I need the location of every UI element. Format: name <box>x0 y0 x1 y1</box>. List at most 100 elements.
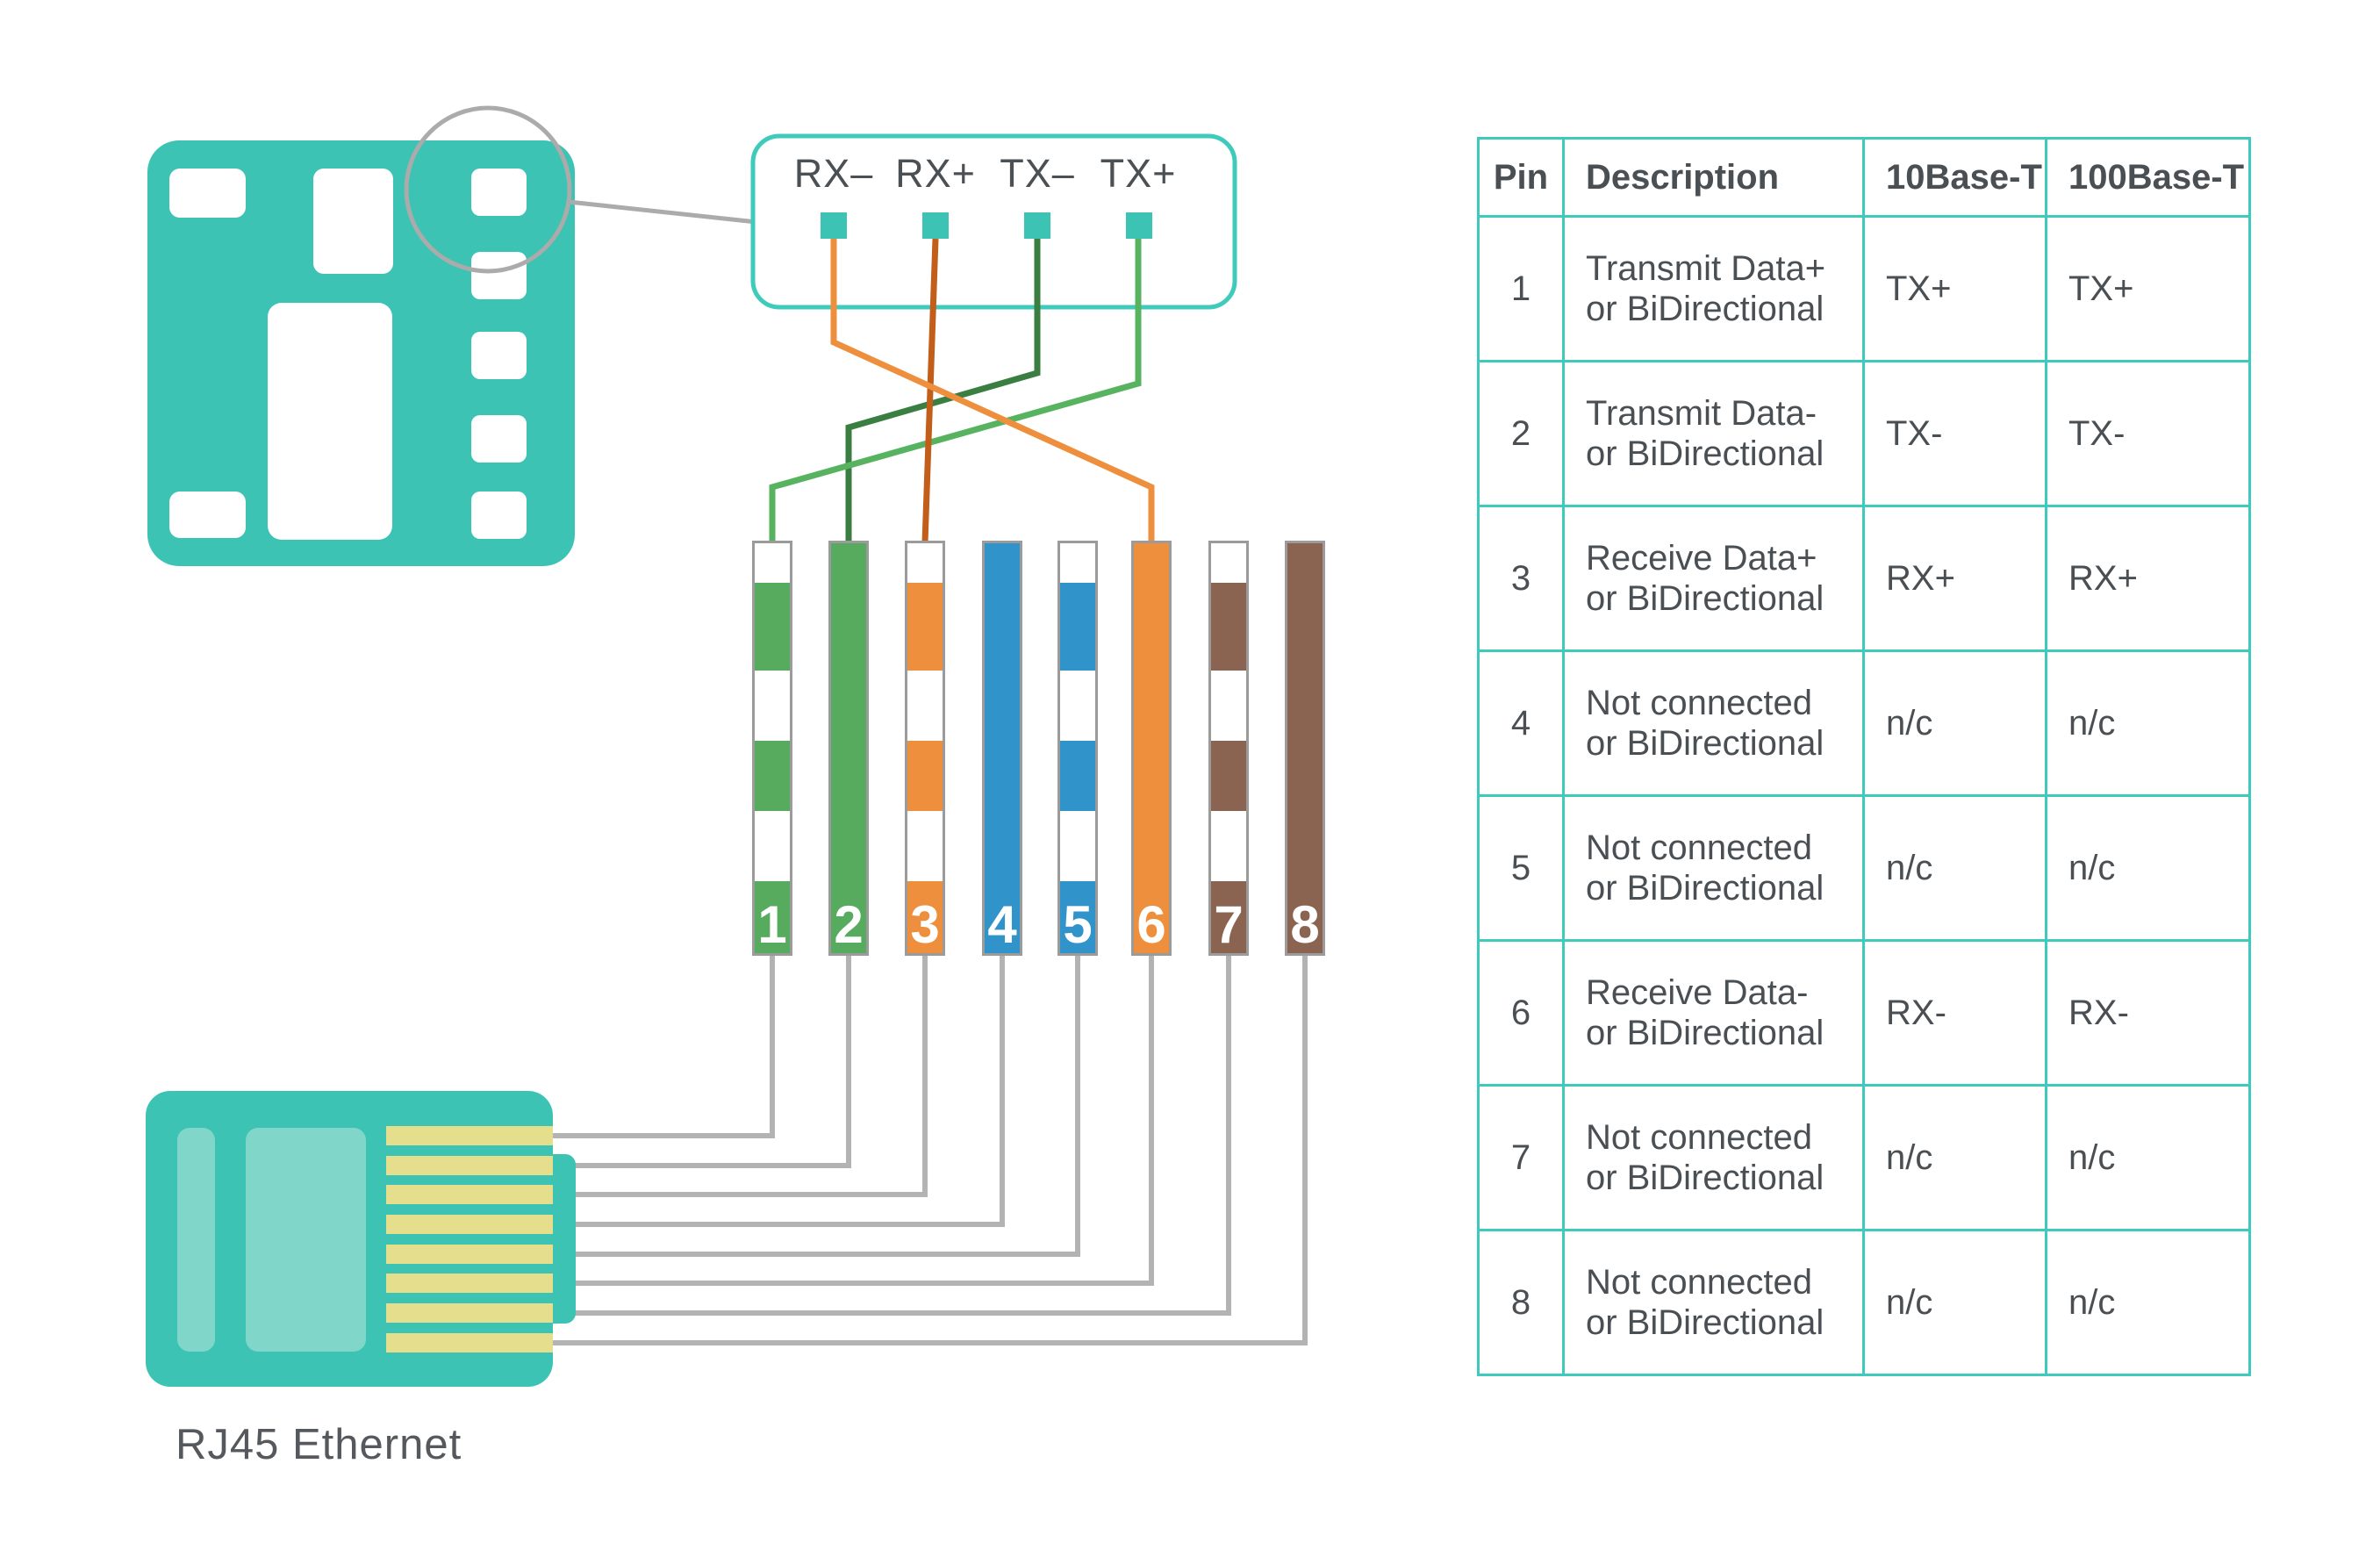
wire-bar-4: 4 <box>982 541 1022 956</box>
wire-bar-1: 1 <box>752 541 792 956</box>
cell-pin: 4 <box>1477 649 1565 797</box>
signal-label-tx-plus: TX+ <box>1100 151 1177 196</box>
table-row: 3 Receive Data+or BiDirectional RX+ RX+ <box>1477 505 2251 652</box>
chip-pad <box>471 169 527 216</box>
cell-10base-t: RX+ <box>1862 505 2047 652</box>
lead-line-8 <box>535 956 1308 1345</box>
col-header-10base-t: 10Base-T <box>1862 137 2047 218</box>
wire-number: 7 <box>1214 895 1244 954</box>
chip-pad <box>471 332 527 379</box>
signal-pad-rx-minus <box>821 212 847 239</box>
wire-bar-5: 5 <box>1057 541 1098 956</box>
rj45-pin-5 <box>386 1245 553 1264</box>
wire-path-rx-plus <box>921 238 939 543</box>
rj45-pins <box>386 1126 553 1353</box>
cell-100base-t: n/c <box>2045 794 2251 942</box>
signal-pad-tx-plus <box>1126 212 1152 239</box>
connector-caption: RJ45 Ethernet <box>176 1421 462 1468</box>
wire-number: 8 <box>1290 895 1320 954</box>
chip-pad <box>169 491 246 538</box>
lead-line-4 <box>535 956 1005 1227</box>
wire-number: 4 <box>987 895 1017 954</box>
signal-pad-rx-plus <box>922 212 949 239</box>
table-row: 2 Transmit Data-or BiDirectional TX- TX- <box>1477 360 2251 507</box>
table-row: 6 Receive Data-or BiDirectional RX- RX- <box>1477 939 2251 1087</box>
callout-circle <box>404 105 572 274</box>
rj45-inner-slot <box>177 1128 215 1352</box>
rj45-pin-4 <box>386 1215 553 1234</box>
cell-description: Receive Data-or BiDirectional <box>1562 939 1865 1087</box>
signal-box <box>750 133 1237 310</box>
cell-10base-t: n/c <box>1862 1084 2047 1231</box>
col-header-pin: Pin <box>1477 137 1565 218</box>
wire-path-tx-plus <box>769 239 1142 542</box>
jack-footprint-icon <box>147 140 575 566</box>
table-row: 1 Transmit Data+or BiDirectional TX+ TX+ <box>1477 215 2251 362</box>
cell-100base-t: RX+ <box>2045 505 2251 652</box>
cell-100base-t: TX+ <box>2045 215 2251 362</box>
rj45-pin-2 <box>386 1156 553 1175</box>
cell-10base-t: TX+ <box>1862 215 2047 362</box>
chip-pad <box>471 252 527 299</box>
cell-10base-t: n/c <box>1862 1229 2047 1376</box>
pin-lead-lines <box>535 956 1308 1345</box>
wire-bar-8: 8 <box>1285 541 1325 956</box>
chip-pad-large <box>268 303 392 540</box>
col-header-description: Description <box>1562 137 1865 218</box>
chip-pad <box>471 415 527 463</box>
cell-pin: 8 <box>1477 1229 1565 1376</box>
rj45-pin-7 <box>386 1303 553 1323</box>
cell-description: Transmit Data-or BiDirectional <box>1562 360 1865 507</box>
rj45-pin-1 <box>386 1126 553 1145</box>
wire-bar-7: 7 <box>1208 541 1249 956</box>
wire-path-tx-minus <box>845 239 1041 542</box>
callout-pointer-line <box>568 199 757 225</box>
lead-line-2 <box>535 956 851 1168</box>
lead-line-6 <box>535 956 1154 1286</box>
signal-pad-tx-minus <box>1024 212 1050 239</box>
signal-label-rx-plus: RX+ <box>895 151 976 196</box>
wire-bar-2: 2 <box>828 541 869 956</box>
wire-path-rx-minus <box>830 239 1155 542</box>
cell-pin: 1 <box>1477 215 1565 362</box>
cell-description: Transmit Data+or BiDirectional <box>1562 215 1865 362</box>
cell-100base-t: n/c <box>2045 1084 2251 1231</box>
lead-line-3 <box>535 956 928 1197</box>
cell-10base-t: TX- <box>1862 360 2047 507</box>
rj45-pin-6 <box>386 1274 553 1293</box>
wire-bar-6: 6 <box>1131 541 1172 956</box>
rj45-connector-icon <box>146 1091 576 1387</box>
lead-line-1 <box>535 956 775 1138</box>
cell-pin: 7 <box>1477 1084 1565 1231</box>
lead-line-7 <box>535 956 1231 1316</box>
signal-label-tx-minus: TX– <box>1000 151 1075 196</box>
cell-pin: 3 <box>1477 505 1565 652</box>
cell-description: Receive Data+or BiDirectional <box>1562 505 1865 652</box>
wire-number: 2 <box>834 895 864 954</box>
signal-label-rx-minus: RX– <box>793 151 874 196</box>
cell-10base-t: n/c <box>1862 649 2047 797</box>
wire-number: 6 <box>1136 895 1166 954</box>
cell-10base-t: RX- <box>1862 939 2047 1087</box>
wire-bar-3: 3 <box>905 541 945 956</box>
table-header-row: Pin Description 10Base-T 100Base-T <box>1477 137 2251 218</box>
rj45-pin-3 <box>386 1185 553 1204</box>
wire-number: 5 <box>1063 895 1093 954</box>
cell-100base-t: TX- <box>2045 360 2251 507</box>
cell-10base-t: n/c <box>1862 794 2047 942</box>
pinout-table: Pin Description 10Base-T 100Base-T 1 Tra… <box>1477 137 2251 1376</box>
rj45-pin-8 <box>386 1333 553 1353</box>
wire-number: 1 <box>757 895 787 954</box>
chip-pad <box>313 169 393 274</box>
cell-pin: 5 <box>1477 794 1565 942</box>
chip-pad <box>169 169 246 218</box>
